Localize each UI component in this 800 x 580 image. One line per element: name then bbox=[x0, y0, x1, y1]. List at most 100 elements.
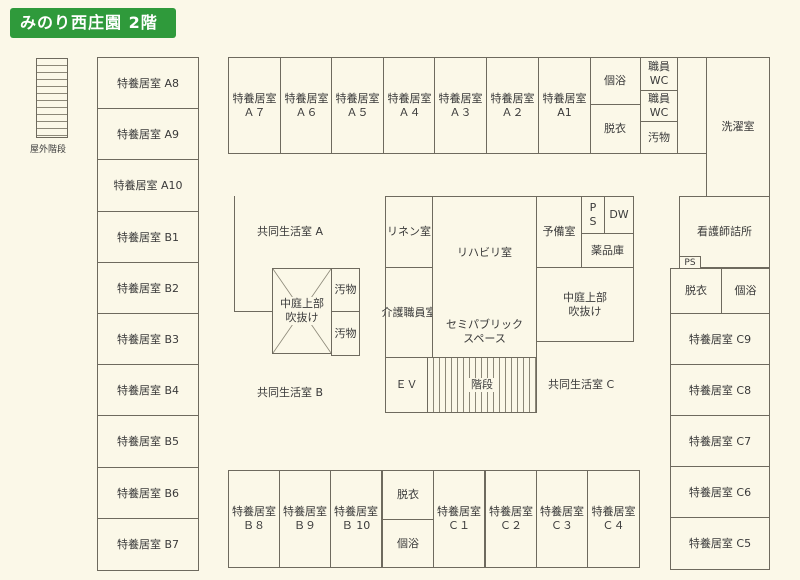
living-room-b: 共同生活室 B bbox=[257, 386, 324, 399]
south-room-7-label-1: 特養居室 bbox=[591, 505, 636, 518]
west-room-8: 特養居室 B5 bbox=[97, 415, 199, 468]
west-room-2-label-1: 特養居室 A9 bbox=[116, 127, 180, 141]
center-ps: P S bbox=[581, 196, 605, 234]
elevator: ＥＶ bbox=[385, 357, 428, 413]
north-room-1-label-2: Ａ７ bbox=[243, 105, 266, 119]
center-soiled-1-label: 汚物 bbox=[334, 283, 357, 296]
courtyard-left-line1: 中庭上部 bbox=[280, 297, 324, 311]
east-room-2: 特養居室 C8 bbox=[670, 364, 770, 417]
north-room-2-label-2: Ａ６ bbox=[295, 105, 318, 119]
courtyard-right: 中庭上部 吹抜け bbox=[536, 267, 634, 342]
inner-stairs-label: 階段 bbox=[469, 378, 495, 392]
west-room-10-label-1: 特養居室 B7 bbox=[116, 537, 180, 551]
west-room-8-label-1: 特養居室 B5 bbox=[116, 434, 180, 448]
south-room-4-label-2: Ｃ１ bbox=[448, 519, 470, 532]
north-room-7-label-1: 特養居室 bbox=[542, 91, 587, 105]
north-private-bath-label: 個浴 bbox=[604, 74, 626, 87]
courtyard-right-line1: 中庭上部 bbox=[563, 290, 607, 304]
center-ps-line1: P bbox=[589, 201, 597, 214]
east-room-5-label-1: 特養居室 C5 bbox=[688, 536, 752, 550]
living-room-c: 共同生活室 C bbox=[548, 378, 615, 391]
north-room-3-label-1: 特養居室 bbox=[335, 91, 380, 105]
north-room-6-label-2: Ａ２ bbox=[501, 105, 524, 119]
care-staff-room: 介護職員室 bbox=[382, 267, 437, 358]
medicine-storage-label: 薬品庫 bbox=[591, 243, 624, 257]
north-private-bath: 個浴 bbox=[589, 57, 641, 105]
south-room-1-label-1: 特養居室 bbox=[232, 505, 276, 518]
north-room-3-label-2: Ａ５ bbox=[346, 105, 369, 119]
south-room-5-label-1: 特養居室 bbox=[489, 505, 533, 518]
south-room-3-label-1: 特養居室 bbox=[334, 505, 378, 518]
north-soiled-label: 汚物 bbox=[648, 130, 670, 144]
inner-stairs: 階段 bbox=[427, 357, 537, 413]
north-corridor-end bbox=[677, 57, 707, 154]
north-room-4-label-2: Ａ４ bbox=[398, 105, 421, 119]
east-ps-label: PS bbox=[684, 258, 696, 268]
north-changing-label: 脱衣 bbox=[604, 122, 626, 135]
linen-room: リネン室 bbox=[385, 196, 433, 268]
north-room-6-label-1: 特養居室 bbox=[490, 91, 535, 105]
center-ps-line2: S bbox=[589, 215, 597, 228]
east-changing-label: 脱衣 bbox=[685, 284, 707, 297]
west-room-3: 特養居室 A10 bbox=[97, 159, 199, 212]
semi-public-line1: セミパブリック bbox=[446, 318, 523, 331]
west-room-5-label-1: 特養居室 B2 bbox=[116, 281, 180, 295]
semi-public-line2: スペース bbox=[463, 332, 506, 345]
north-room-4-label-1: 特養居室 bbox=[387, 91, 432, 105]
staff-wc-1-line2: WC bbox=[649, 74, 669, 87]
rehab-semipublic-area: リハビリ室 セミパブリック スペース bbox=[432, 196, 537, 358]
west-room-5: 特養居室 B2 bbox=[97, 262, 199, 315]
north-room-5-label-2: Ａ３ bbox=[449, 105, 472, 119]
west-room-6-label-1: 特養居室 B3 bbox=[116, 332, 180, 346]
west-room-4: 特養居室 B1 bbox=[97, 211, 199, 264]
north-changing-room: 脱衣 bbox=[589, 104, 641, 154]
spare-room: 予備室 bbox=[536, 196, 582, 268]
west-room-6: 特養居室 B3 bbox=[97, 313, 199, 366]
west-room-9: 特養居室 B6 bbox=[97, 467, 199, 520]
west-room-2: 特養居室 A9 bbox=[97, 108, 199, 161]
east-room-4-label-1: 特養居室 C6 bbox=[688, 485, 752, 499]
staff-wc-1-line1: 職員 bbox=[648, 60, 670, 73]
courtyard-right-line2: 吹抜け bbox=[568, 304, 602, 318]
west-room-9-label-1: 特養居室 B6 bbox=[116, 486, 180, 500]
south-room-4-label-1: 特養居室 bbox=[437, 505, 481, 518]
east-room-1-label-1: 特養居室 C9 bbox=[688, 332, 752, 346]
staff-wc-2-line2: WC bbox=[649, 106, 669, 119]
south-room-6-label-2: Ｃ３ bbox=[551, 519, 573, 532]
west-room-10: 特養居室 B7 bbox=[97, 518, 199, 571]
east-changing-room: 脱衣 bbox=[670, 268, 722, 314]
courtyard-left-line2: 吹抜け bbox=[285, 311, 319, 325]
east-room-5: 特養居室 C5 bbox=[670, 517, 770, 570]
north-room-2-label-1: 特養居室 bbox=[284, 91, 329, 105]
south-room-2-label-1: 特養居室 bbox=[283, 505, 327, 518]
east-room-1: 特養居室 C9 bbox=[670, 313, 770, 366]
east-room-3: 特養居室 C7 bbox=[670, 415, 770, 468]
south-room-2-label-2: Ｂ９ bbox=[294, 519, 316, 532]
outer-stairs-label: 屋外階段 bbox=[30, 145, 67, 155]
staff-wc-1: 職員 WC bbox=[640, 57, 678, 91]
east-private-bath: 個浴 bbox=[721, 268, 770, 314]
center-soiled-2-label: 汚物 bbox=[334, 326, 357, 340]
south-private-bath-label: 個浴 bbox=[397, 536, 419, 550]
linen-label: リネン室 bbox=[387, 225, 431, 238]
spare-room-label: 予備室 bbox=[542, 225, 576, 238]
dumbwaiter-label: DW bbox=[609, 208, 629, 221]
west-room-3-label-1: 特養居室 A10 bbox=[113, 178, 183, 192]
south-changing-room: 脱衣 bbox=[382, 470, 434, 520]
south-private-bath: 個浴 bbox=[382, 519, 434, 568]
west-room-1-label-1: 特養居室 A8 bbox=[116, 76, 180, 90]
east-room-2-label-1: 特養居室 C8 bbox=[688, 383, 752, 397]
outer-stairs bbox=[36, 58, 68, 138]
